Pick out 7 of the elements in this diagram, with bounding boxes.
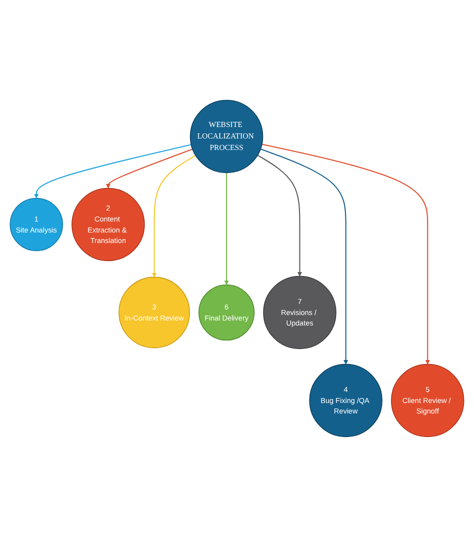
arrow xyxy=(257,154,302,276)
arrow xyxy=(224,172,229,286)
arrow xyxy=(34,144,192,198)
arrow xyxy=(260,148,348,364)
arrow xyxy=(262,144,430,364)
arrow xyxy=(106,148,193,188)
arrow xyxy=(152,154,196,278)
